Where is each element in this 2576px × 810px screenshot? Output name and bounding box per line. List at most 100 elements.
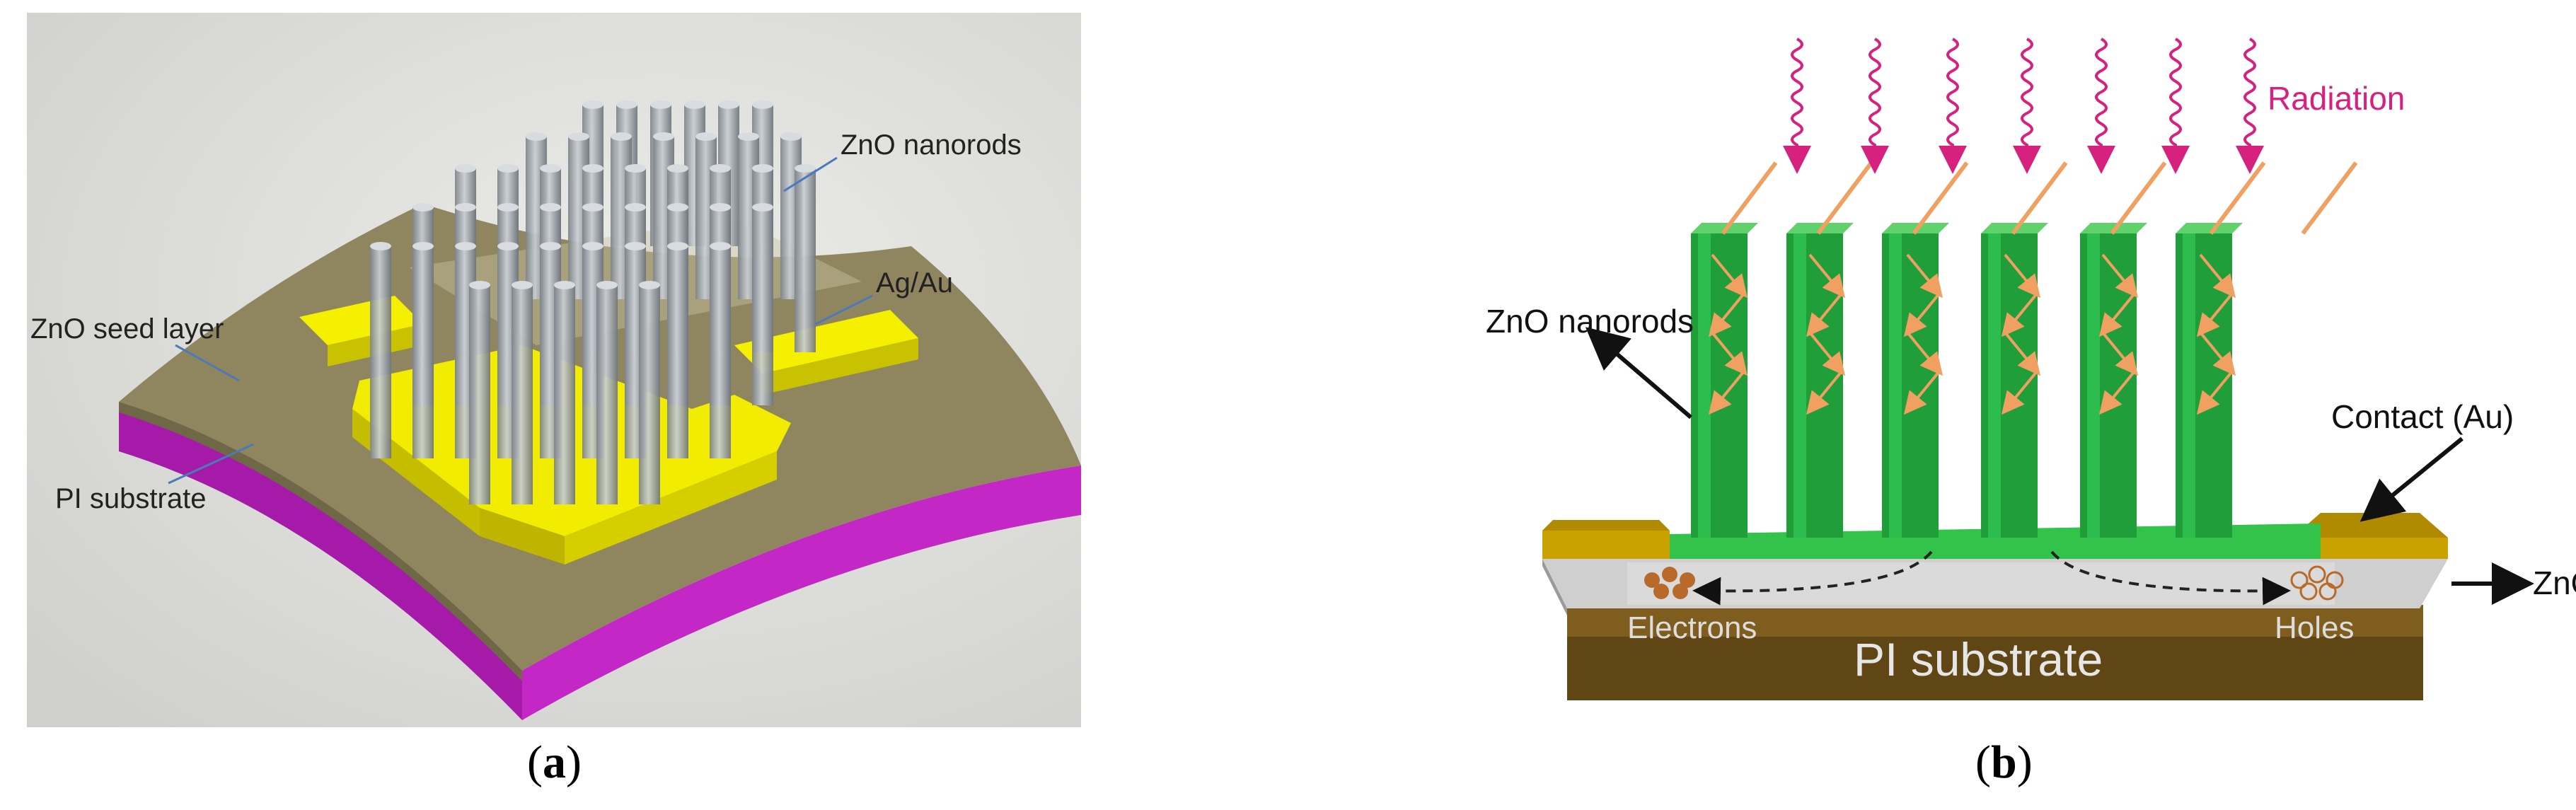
incoming-ray [2011,161,2068,235]
nanorod-top [540,242,561,250]
panel-a-diagram: ZnO nanorods Ag/Au ZnO seed layer PI sub… [27,13,1081,727]
radiation-wave [2236,37,2264,174]
incoming-ray [2301,161,2358,235]
scattered-ray [1808,253,1846,299]
nanorod-top [653,132,674,141]
caption-a-letter: a [542,736,566,788]
nanorod-top [738,132,759,141]
nanorod-top [710,164,731,173]
hole-path [2050,550,2291,606]
incoming-ray [1816,161,1873,235]
pi-substrate-right-face [522,465,1081,720]
label-pi-substrate: PI substrate [1854,633,2103,685]
panel-a: ZnO nanorods Ag/Au ZnO seed layer PI sub… [27,13,1081,727]
scattered-ray [1903,370,1941,415]
nanorod-top [752,100,773,109]
nanorod [512,285,533,504]
pi-substrate-body [1567,605,2423,637]
radiation-wave [2087,37,2115,174]
nanorod-top [469,281,490,289]
nanorod-top [497,242,519,250]
nanorod-top [639,281,660,289]
incoming-ray [1912,161,1969,235]
scattered-ray [2001,292,2038,337]
scattered-ray [1808,331,1846,376]
nanorod-top [616,100,637,109]
nanorod-top [795,164,816,173]
radiation-wave [2161,37,2190,174]
nanorod-top [582,164,603,173]
nanorod-top [512,281,533,289]
scattered-ray [2001,370,2038,415]
zno-nanorod-array [370,100,816,504]
nanorod-top [554,281,575,289]
nanorod [667,246,688,458]
scattered-ray [2196,292,2234,337]
scattered-ray [1708,370,1745,415]
nanorod [639,285,660,504]
nanorods-pointer [1585,327,1692,420]
nanorod-top [568,132,589,141]
scattered-ray [2098,292,2136,337]
nanorod-top [412,242,434,250]
nanorod-top [596,281,618,289]
seed-layer-pointer [175,344,240,382]
scattered-ray [2004,331,2041,376]
nanorod-top [780,132,802,141]
scattered-ray [2004,253,2041,299]
pi-substrate-left-face [119,402,522,720]
nanorod-top [667,164,688,173]
radiation-wave [1939,37,1967,174]
nanorod-top [710,242,731,250]
nanorod-top [611,132,632,141]
label-pi-substrate: PI substrate [55,483,206,514]
scattered-ray [1708,292,1745,337]
nanorod-top [710,203,731,212]
scattered-ray [2199,331,2236,376]
nanorod-top [497,164,519,173]
scattered-ray [1906,253,1943,299]
substrate-pointer [168,443,254,485]
incoming-ray [2110,161,2167,235]
scattered-ray [2199,253,2236,299]
label-zno: ZnO [2533,565,2576,601]
radiation-wave [1783,37,1811,174]
nanorod-top [455,242,476,250]
nanorod [412,246,434,458]
nanorod-top [667,242,688,250]
scattered-ray [1711,253,1748,299]
nanorod-top [582,100,603,109]
label-contact-au: Contact (Au) [2331,398,2514,435]
nanorod-top [370,242,391,250]
nanorod-top [667,203,688,212]
green-nanorod-cap [2176,223,2243,233]
label-zno-nanorods: ZnO nanorods [841,129,1022,161]
nanorod-top [582,203,603,212]
au-contact-right [2292,513,2448,559]
scattered-ray [1806,370,1843,415]
nanorod [554,285,575,504]
caption-b: (b) [1975,736,2033,789]
label-zno-seed-layer: ZnO seed layer [30,313,224,345]
caption-a-close: ) [565,736,582,788]
electrons [1644,567,1695,599]
nanorod-top [540,203,561,212]
zno-nanorods-green [1691,223,2243,538]
label-ag-au: Ag/Au [876,267,953,299]
radiation-wave [2013,37,2041,174]
caption-a-open: ( [527,736,543,788]
nanorod-top [625,242,646,250]
electrode-pointer [815,294,873,325]
label-electrons: Electrons [1627,611,1757,645]
light-rays [1708,161,2358,415]
label-zno-nanorods: ZnO nanorods [1486,303,1694,340]
nanorod-top [695,132,717,141]
electron-path [1692,550,1933,606]
nanorod [370,246,391,458]
nanorod-top [718,100,739,109]
incoming-ray [2209,161,2266,235]
nanorod-top [625,203,646,212]
scattered-ray [1906,331,1943,376]
au-contact-left [1542,520,1670,559]
zno-layer-inner [1627,562,2335,605]
